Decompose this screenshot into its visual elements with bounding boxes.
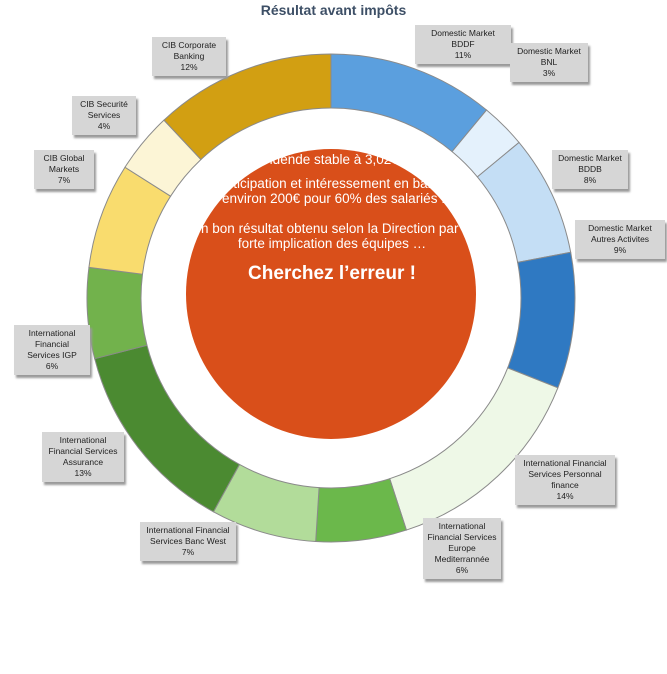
center-line-2: Participation et intéressement en baisse…: [211, 175, 453, 207]
slice-label-text: CIB Corporate Banking: [161, 40, 217, 61]
slice-label: International Financial Services Europe …: [423, 518, 501, 579]
slice-label-value: 7%: [181, 547, 195, 557]
slice-label-value: 6%: [455, 565, 469, 575]
slice-label: International Financial Services Assuran…: [42, 432, 124, 482]
slice-label-value: 14%: [556, 491, 574, 501]
center-message: Dividende stable à 3,02€ ... Participati…: [186, 152, 478, 289]
slice-label-text: International Financial Services Personn…: [523, 458, 607, 490]
slice-label-text: Domestic Market Autres Activites: [588, 223, 652, 244]
slice-label: International Financial Services Personn…: [515, 455, 615, 505]
center-circle: [186, 149, 476, 439]
slice-label-value: 7%: [57, 175, 71, 185]
donut-slice: [507, 251, 576, 389]
slice-label-text: International Financial Services IGP: [27, 328, 77, 360]
slice-label-text: Domestic Market BNL: [517, 46, 581, 67]
slice-label-text: CIB Securité Services: [80, 99, 128, 120]
center-line-1: Dividende stable à 3,02€ ...: [250, 152, 414, 167]
slice-label-text: Domestic Market BDDF: [431, 28, 495, 49]
donut-slice: [163, 53, 332, 161]
slice-label-value: 11%: [454, 50, 472, 60]
donut-slice: [315, 478, 408, 543]
slice-label-text: Domestic Market BDDB: [558, 153, 622, 174]
slice-label-value: 6%: [45, 361, 59, 371]
center-line-3: Un bon résultat obtenu selon la Directio…: [191, 220, 473, 252]
center-line-4: Cherchez l’erreur !: [248, 262, 416, 284]
donut-slice: [330, 53, 488, 153]
slice-label-value: 9%: [613, 245, 627, 255]
slice-label-text: International Financial Services Banc We…: [146, 525, 230, 546]
slice-label-value: 4%: [97, 121, 111, 131]
slice-label-text: International Financial Services Europe …: [427, 521, 497, 564]
slice-label-text: International Financial Services Assuran…: [48, 435, 118, 467]
slice-label-value: 8%: [583, 175, 597, 185]
slice-label-text: CIB Global Markets: [43, 153, 85, 174]
chart-title: Résultat avant impôts: [260, 2, 407, 18]
slice-label-value: 13%: [74, 468, 92, 478]
donut-slice: [86, 266, 148, 360]
slice-label-value: 12%: [180, 62, 198, 72]
slice-label: International Financial Services Banc We…: [140, 522, 236, 561]
slice-label-value: 3%: [542, 68, 556, 78]
